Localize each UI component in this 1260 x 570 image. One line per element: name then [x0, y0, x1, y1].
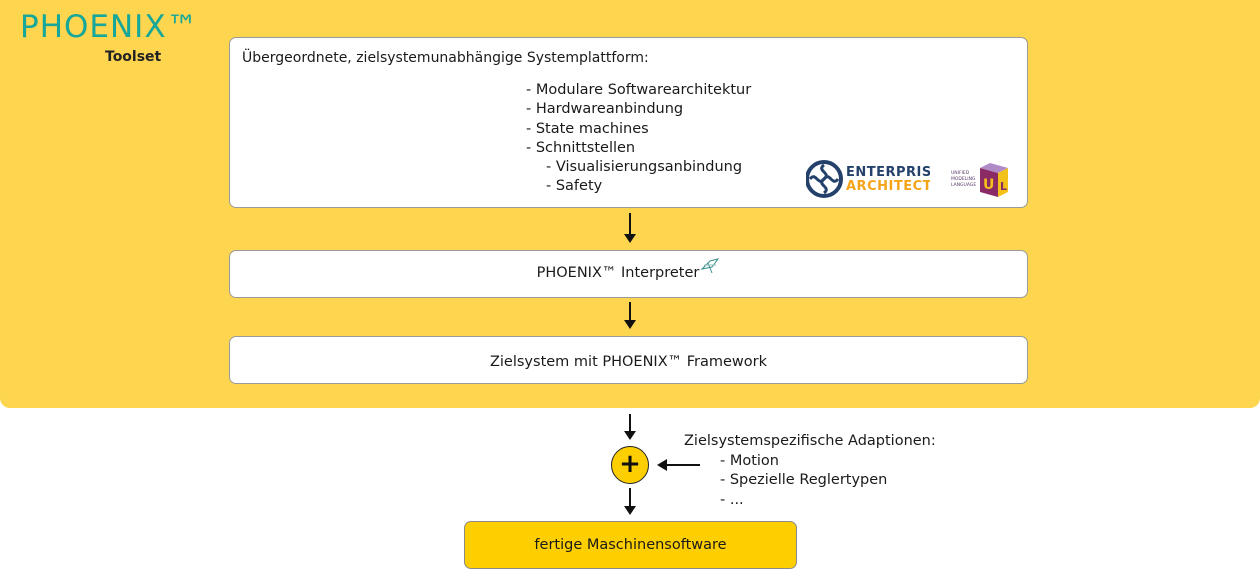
- adaptions-item: - Spezielle Reglertypen: [720, 472, 888, 488]
- svg-text:MODELING: MODELING: [951, 176, 976, 182]
- ea-text-line2: ARCHITECT: [846, 179, 930, 194]
- platform-subitem: - Visualisierungsanbindung: [546, 159, 743, 176]
- adaptions-block: Zielsystemspezifische Adaptionen: - Moti…: [684, 432, 936, 510]
- platform-item: - State machines: [526, 120, 649, 137]
- svg-text:LANGUAGE: LANGUAGE: [951, 182, 976, 188]
- svg-text:UNIFIED: UNIFIED: [951, 170, 970, 176]
- platform-item: - Schnittstellen: [526, 139, 636, 156]
- enterprise-architect-logo: ENTERPRISE ARCHITECT: [806, 160, 930, 198]
- interpreter-label-row: PHOENIX™ Interpreter: [230, 258, 1027, 283]
- interpreter-label: PHOENIX™ Interpreter: [536, 265, 700, 281]
- platform-heading: Übergeordnete, zielsystemunabhängige Sys…: [242, 50, 649, 66]
- interpreter-icon: [700, 258, 720, 274]
- toolset-brand: PHOENIX™: [20, 9, 199, 45]
- toolset-subtitle: Toolset: [105, 49, 162, 65]
- adaptions-item: - Motion: [720, 452, 779, 469]
- framework-box: Zielsystem mit PHOENIX™ Framework: [229, 336, 1028, 384]
- interpreter-box: PHOENIX™ Interpreter: [229, 250, 1028, 298]
- platform-item: - Hardwareanbindung: [526, 101, 684, 118]
- toolset-panel: PHOENIX™ Toolset Übergeordnete, zielsyst…: [0, 0, 1260, 408]
- platform-item: - Modulare Softwarearchitektur: [526, 82, 752, 98]
- enterprise-architect-icon: [806, 160, 843, 198]
- uml-logo: UNIFIED MODELING LANGUAGE U L: [951, 163, 1008, 197]
- adaptions-heading: Zielsystemspezifische Adaptionen:: [684, 433, 936, 449]
- result-box: fertige Maschinensoftware: [464, 521, 797, 569]
- uml-cube-icon: U L: [980, 163, 1008, 197]
- result-label: fertige Maschinensoftware: [534, 537, 727, 553]
- adaptions-item: - ...: [720, 491, 744, 508]
- framework-label: Zielsystem mit PHOENIX™ Framework: [489, 354, 768, 370]
- ea-text-line1: ENTERPRISE: [846, 165, 930, 180]
- combine-plus-icon: +: [611, 446, 649, 484]
- platform-list: - Modulare Softwarearchitektur - Hardwar…: [526, 81, 751, 197]
- platform-box: Übergeordnete, zielsystemunabhängige Sys…: [229, 37, 1028, 208]
- svg-text:L: L: [1000, 180, 1007, 193]
- svg-text:U: U: [983, 177, 994, 193]
- platform-subitem: - Safety: [546, 178, 603, 195]
